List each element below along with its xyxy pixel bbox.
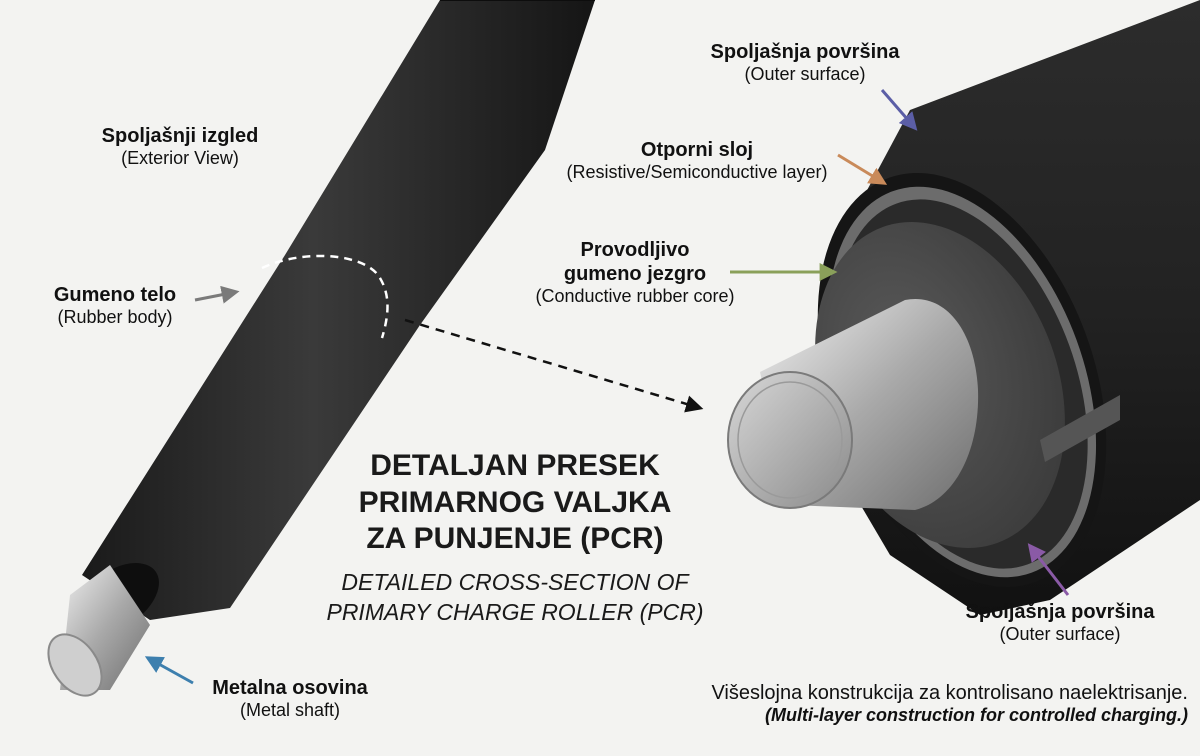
layer-step (1040, 395, 1120, 462)
label-conductive-core-primary-1: Provodljivo (580, 239, 690, 261)
outer-surface-top-arrow (880, 89, 918, 131)
label-metal-shaft-primary: Metalna osovina (212, 677, 368, 699)
metal-shaft-arrow (144, 656, 194, 685)
footer-caption: Višeslojna konstrukcija za kontrolisano … (520, 682, 1188, 726)
section-cut-line (261, 254, 389, 339)
label-exterior-view-secondary: (Exterior View) (121, 148, 239, 168)
label-resistive-layer-primary: Otporni sloj (640, 139, 754, 161)
title-line-1: DETALJAN PRESEK (370, 449, 660, 482)
label-outer-surface-top-primary: Spoljašnja površina (710, 41, 900, 63)
label-outer-surface-bottom-primary: Spoljašnja površina (965, 601, 1155, 623)
outer-surface-bottom-arrow (1027, 543, 1070, 596)
cutaway-shaft-end (727, 371, 853, 509)
resistive-layer-arrow (837, 153, 888, 185)
label-rubber-body-secondary: (Rubber body) (57, 307, 173, 327)
footer-line-1: Višeslojna konstrukcija za kontrolisano … (711, 682, 1188, 704)
subtitle-line-1: DETAILED CROSS-SECTION OF (341, 569, 689, 595)
label-outer-surface-top: Spoljašnja površina (Outer surface) (700, 40, 910, 86)
label-conductive-core-primary-2: gumeno jezgro (563, 263, 707, 285)
rubber-body-surface (82, 0, 595, 620)
label-resistive-layer: Otporni sloj (Resistive/Semiconductive l… (552, 138, 842, 184)
label-outer-surface-bottom: Spoljašnja površina (Outer surface) (955, 600, 1165, 646)
subtitle-line-2: PRIMARY CHARGE ROLLER (PCR) (326, 598, 704, 625)
exterior-roller (47, 0, 595, 697)
cutaway-roller (727, 0, 1200, 615)
metal-shaft-end (47, 633, 103, 697)
label-outer-surface-top-secondary: (Outer surface) (744, 64, 866, 84)
diagram-title: DETALJAN PRESEK PRIMARNOG VALJKA ZA PUNJ… (330, 448, 700, 558)
label-metal-shaft: Metalna osovina (Metal shaft) (195, 676, 385, 722)
label-exterior-view-primary: Spoljašnji izgled (101, 125, 259, 147)
label-rubber-body: Gumeno telo (Rubber body) (30, 283, 200, 329)
title-line-2: PRIMARNOG VALJKA (358, 485, 672, 519)
rubber-body-arrow (194, 285, 240, 304)
footer-line-2: (Multi-layer construction for controlled… (764, 705, 1188, 725)
label-rubber-body-primary: Gumeno telo (53, 284, 177, 306)
title-line-3: ZA PUNJENJE (PCR) (366, 522, 664, 556)
label-outer-surface-bottom-secondary: (Outer surface) (999, 624, 1121, 644)
section-connector-arrow (404, 318, 704, 413)
label-conductive-core: Provodljivo gumeno jezgro (Conductive ru… (515, 238, 755, 308)
label-exterior-view: Spoljašnji izgled (Exterior View) (80, 124, 280, 170)
label-conductive-core-secondary: (Conductive rubber core) (535, 286, 735, 306)
label-metal-shaft-secondary: (Metal shaft) (239, 700, 341, 720)
diagram-subtitle: DETAILED CROSS-SECTION OF PRIMARY CHARGE… (320, 568, 710, 628)
label-resistive-layer-secondary: (Resistive/Semiconductive layer) (566, 162, 828, 182)
